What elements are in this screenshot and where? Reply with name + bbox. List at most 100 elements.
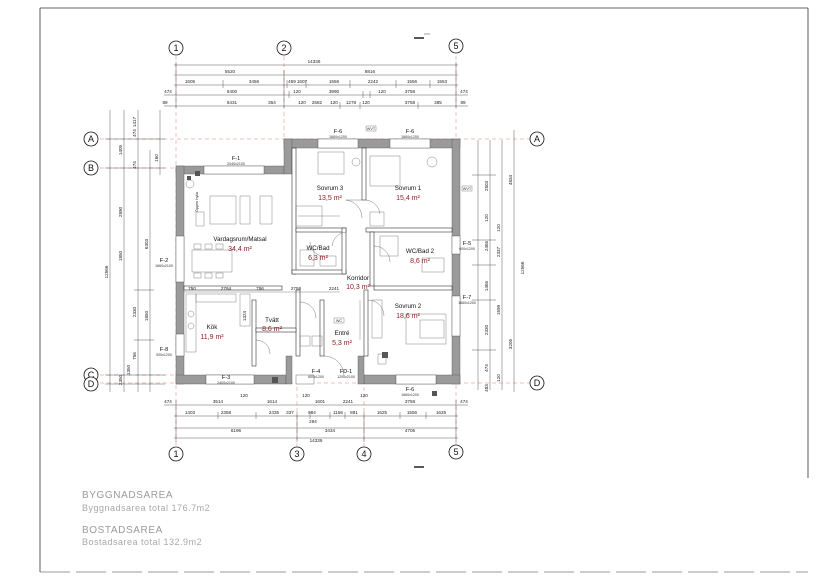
- grid-bubble-right-D: D: [529, 375, 545, 391]
- svg-text:F-6: F-6: [406, 387, 414, 393]
- svg-text:5: 5: [453, 447, 458, 457]
- svg-text:474: 474: [460, 399, 468, 404]
- svg-text:2358: 2358: [221, 410, 232, 415]
- svg-text:D: D: [534, 378, 541, 388]
- dimension-text-left: 1417 474 1405 160 474 2890 1850 6303 125…: [104, 116, 159, 385]
- opening-FD-1: FD-1 1200x2100: [337, 369, 355, 379]
- svg-text:1601: 1601: [315, 399, 326, 404]
- svg-text:600x1200: 600x1200: [308, 375, 324, 379]
- room-tvatt: Tvätt 8,6 m²: [262, 317, 283, 333]
- svg-text:474: 474: [460, 89, 468, 94]
- svg-text:1556: 1556: [407, 79, 418, 84]
- section-marker-icon: [414, 33, 430, 468]
- svg-text:3758: 3758: [405, 399, 416, 404]
- svg-text:C: C: [88, 370, 95, 380]
- sheet-frame: [39, 7, 809, 573]
- svg-text:4706: 4706: [405, 428, 416, 433]
- svg-text:F-1: F-1: [232, 156, 240, 162]
- opening-F-2: F-2 1660x2100: [155, 258, 173, 268]
- grid-bubble-bottom-5: 5: [448, 444, 464, 460]
- opening-F-8: F-8 900x1200: [156, 347, 172, 357]
- svg-text:474: 474: [164, 89, 172, 94]
- svg-text:1660x1200: 1660x1200: [458, 301, 476, 305]
- svg-text:1405: 1405: [118, 144, 123, 155]
- svg-text:Vardagsrum/Matsal: Vardagsrum/Matsal: [213, 236, 266, 243]
- svg-text:5: 5: [453, 41, 458, 51]
- svg-text:3: 3: [294, 449, 299, 459]
- svg-text:1278: 1278: [346, 100, 357, 105]
- dimension-lines-right: [472, 130, 515, 392]
- svg-text:A: A: [88, 134, 94, 144]
- svg-text:1: 1: [173, 449, 178, 459]
- svg-text:120: 120: [330, 100, 338, 105]
- svg-text:3456: 3456: [249, 79, 260, 84]
- svg-text:881: 881: [350, 410, 358, 415]
- svg-text:483: 483: [484, 384, 489, 392]
- svg-text:1660x1200: 1660x1200: [401, 393, 419, 397]
- svg-text:120: 120: [496, 374, 501, 382]
- room-wc-bad-2: WC/Bad 2 8,6 m²: [406, 248, 435, 265]
- svg-text:14336: 14336: [308, 59, 321, 64]
- room-sovrum-3: Sovrum 3 13,5 m²: [317, 185, 344, 202]
- svg-text:385: 385: [434, 100, 442, 105]
- svg-text:756: 756: [132, 352, 137, 360]
- svg-text:8,6 m²: 8,6 m²: [410, 258, 431, 265]
- grid-bubble-right-A: A: [529, 131, 545, 147]
- grid-bubble-bottom-3: 3: [289, 446, 305, 462]
- svg-text:2: 2: [281, 43, 286, 53]
- svg-text:1660x1200: 1660x1200: [401, 135, 419, 139]
- svg-text:1614: 1614: [267, 399, 278, 404]
- svg-text:1465: 1465: [484, 280, 489, 291]
- svg-text:F-4: F-4: [312, 369, 320, 375]
- svg-text:1403: 1403: [185, 410, 196, 415]
- opening-F-1: F-1 2040x2100: [227, 156, 245, 166]
- svg-text:12566: 12566: [520, 261, 525, 274]
- byggnadsarea-title: BYGGNADSAREA: [82, 490, 174, 501]
- room-sovrum-1: Sovrum 1 15,4 m²: [395, 185, 422, 202]
- svg-text:750: 750: [188, 286, 196, 291]
- bostadsarea-total: Bostadsarea total 132.9m2: [82, 537, 203, 547]
- svg-text:2435: 2435: [269, 410, 280, 415]
- svg-text:474: 474: [484, 364, 489, 372]
- svg-text:1660x2100: 1660x2100: [155, 264, 173, 268]
- grid-bubble-bottom-1: 1: [168, 446, 184, 462]
- svg-text:2242: 2242: [368, 79, 379, 84]
- svg-text:2350: 2350: [118, 374, 123, 385]
- svg-text:120: 120: [298, 100, 306, 105]
- svg-text:1599: 1599: [496, 304, 501, 315]
- dimension-lines-bottom: [164, 400, 468, 442]
- svg-text:8,6 m²: 8,6 m²: [262, 326, 283, 333]
- svg-text:2400x2100: 2400x2100: [217, 381, 235, 385]
- svg-text:5,3 m²: 5,3 m²: [332, 340, 353, 347]
- svg-text:18,6 m²: 18,6 m²: [396, 313, 420, 320]
- svg-text:Sovrum 3: Sovrum 3: [317, 185, 344, 192]
- svg-text:3990: 3990: [329, 89, 340, 94]
- svg-text:1625: 1625: [377, 410, 388, 415]
- svg-text:Sovrum 1: Sovrum 1: [395, 185, 422, 192]
- svg-text:1850: 1850: [144, 310, 149, 321]
- grid-axis-lines: [100, 56, 530, 448]
- svg-text:F-5: F-5: [463, 241, 471, 247]
- svg-text:354: 354: [268, 100, 276, 105]
- svg-text:2241: 2241: [329, 286, 340, 291]
- svg-text:1324: 1324: [242, 310, 247, 321]
- svg-text:F-6: F-6: [334, 129, 342, 135]
- room-vardagsrum: Vardagsrum/Matsal 34,4 m²: [213, 236, 266, 253]
- svg-text:F-7: F-7: [463, 295, 471, 301]
- svg-text:337: 337: [286, 410, 294, 415]
- dimension-lines-top: [164, 62, 468, 109]
- room-sovrum-2: Sovrum 2 18,6 m²: [395, 303, 422, 320]
- svg-text:1660x1200: 1660x1200: [329, 135, 347, 139]
- svg-text:3205: 3205: [508, 338, 513, 349]
- svg-text:F-3: F-3: [222, 375, 230, 381]
- svg-text:WC/Bad: WC/Bad: [306, 245, 330, 252]
- svg-text:1156: 1156: [333, 410, 343, 415]
- svg-text:1605: 1605: [185, 79, 196, 84]
- svg-text:1556: 1556: [407, 410, 418, 415]
- svg-text:160: 160: [154, 154, 159, 162]
- svg-text:B: B: [88, 163, 94, 173]
- inner-dimensions: 750 2764 756 2758 2241 1324: [184, 286, 340, 321]
- svg-text:5431: 5431: [227, 100, 238, 105]
- svg-text:474: 474: [132, 161, 137, 169]
- svg-text:6,3 m²: 6,3 m²: [308, 255, 329, 262]
